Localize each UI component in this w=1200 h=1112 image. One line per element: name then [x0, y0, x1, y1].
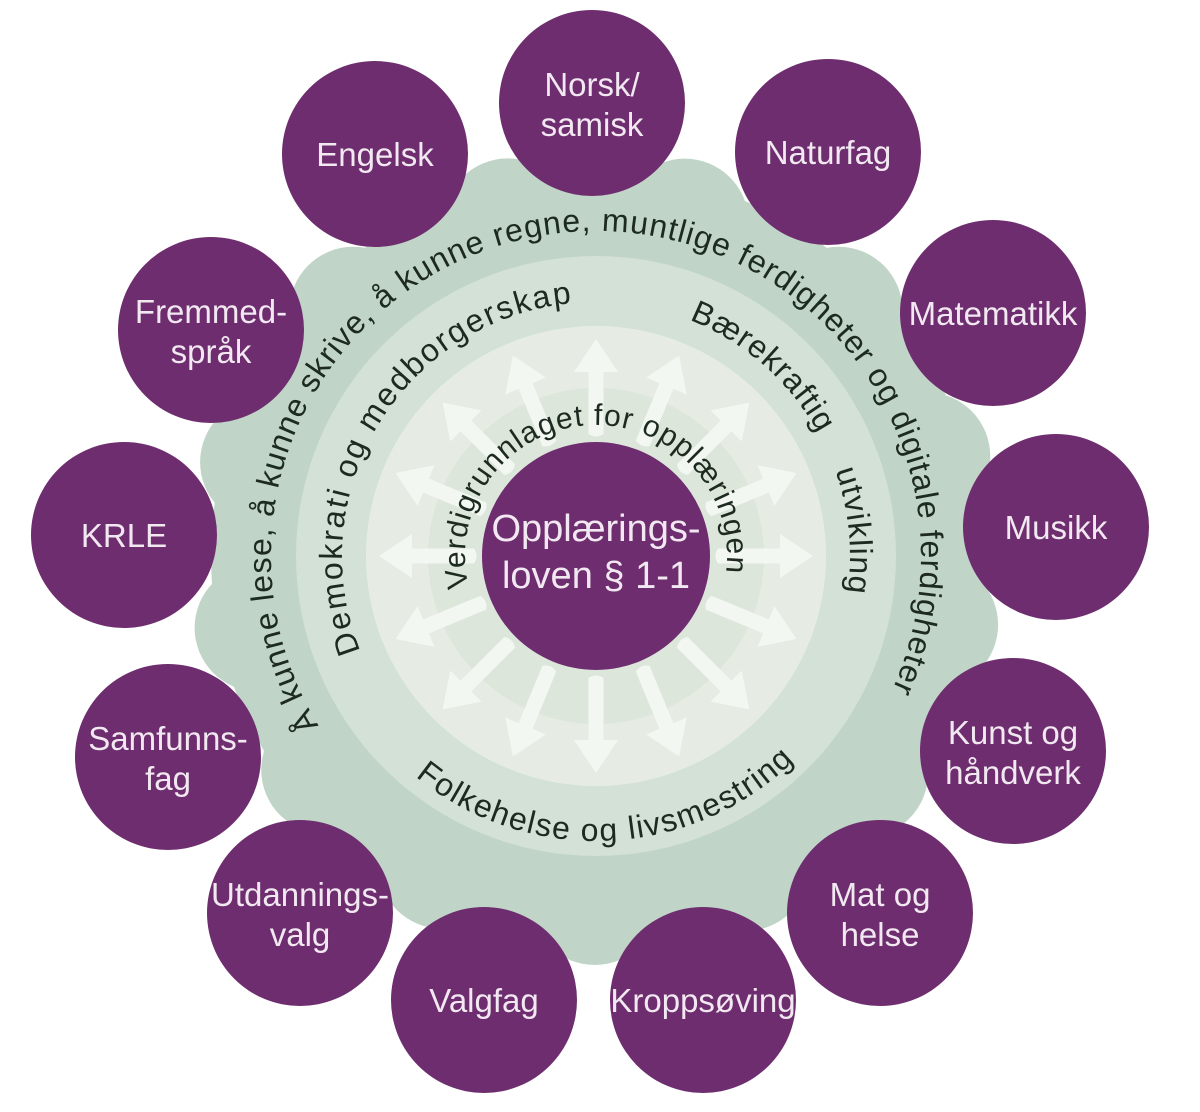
subject-circle-naturfag: Naturfag	[735, 59, 921, 245]
subject-label-line1: Kroppsøving	[610, 982, 795, 1019]
subject-circle-krle: KRLE	[31, 442, 217, 628]
subject-disc	[75, 664, 261, 850]
subject-circle-mat-og-helse: Mat og helse	[787, 820, 973, 1006]
subject-circle-norsk-samisk: Norsk/ samisk	[499, 10, 685, 196]
subject-circle-musikk: Musikk	[963, 434, 1149, 620]
scallop-bump	[200, 398, 329, 527]
subject-label-line1: Valgfag	[429, 982, 538, 1019]
center-circle-group: Opplærings- loven § 1-1	[482, 442, 710, 670]
subject-circle-matematikk: Matematikk	[900, 220, 1086, 406]
subject-circle-kunst-og-handverk: Kunst og håndverk	[920, 658, 1106, 844]
subject-circle-kroppsoving: Kroppsøving	[610, 907, 796, 1093]
subject-disc	[610, 907, 796, 1093]
subject-circles: Norsk/ samisk Naturfag Matematikk Musikk…	[31, 10, 1149, 1093]
scallop-bump	[194, 563, 323, 692]
subject-label-line1: Norsk/	[544, 66, 640, 103]
subject-disc	[282, 61, 468, 247]
subject-circle-fremmedsprak: Fremmed- språk	[118, 237, 304, 423]
subject-label-line2: samisk	[541, 106, 644, 143]
scallop-bump	[443, 158, 572, 287]
scallop-bump	[800, 709, 929, 838]
subject-disc	[391, 907, 577, 1093]
center-circle	[482, 442, 710, 670]
subject-disc	[31, 442, 217, 628]
scallop-bump	[681, 802, 810, 931]
subject-label-line1: Naturfag	[765, 134, 892, 171]
center-circle-label-line1: Opplærings-	[491, 508, 700, 550]
scallop-bump	[530, 837, 659, 965]
subject-label-line1: KRLE	[81, 517, 167, 554]
scallop-bump	[261, 705, 390, 834]
subject-label-line2: håndverk	[945, 754, 1081, 791]
scallop-bump	[870, 560, 999, 689]
subject-label-line1: Musikk	[1005, 509, 1108, 546]
subject-label-line1: Engelsk	[316, 136, 434, 173]
subject-label-line2: fag	[145, 760, 191, 797]
subject-label-line2: språk	[171, 333, 252, 370]
subject-disc	[735, 59, 921, 245]
subject-label-line1: Fremmed-	[135, 293, 287, 330]
subject-disc	[900, 220, 1086, 406]
subject-label-line2: valg	[270, 916, 331, 953]
scallop-bump	[620, 158, 749, 287]
subject-label-line1: Utdannings-	[211, 876, 389, 913]
subject-label-line1: Samfunns-	[88, 720, 248, 757]
subject-disc	[499, 10, 685, 196]
scallop-bump	[378, 800, 507, 929]
subject-label-line1: Mat og	[830, 876, 931, 913]
subject-disc	[920, 658, 1106, 844]
subject-disc	[787, 820, 973, 1006]
subject-circle-valgfag: Valgfag	[391, 907, 577, 1093]
subject-label-line1: Matematikk	[909, 295, 1078, 332]
subject-label-line2: helse	[841, 916, 920, 953]
center-circle-label-line2: loven § 1-1	[502, 555, 690, 597]
scallop-bump	[862, 392, 991, 521]
subject-label-line1: Kunst og	[948, 714, 1078, 751]
subject-disc	[118, 237, 304, 423]
subject-circle-samfunnsfag: Samfunns- fag	[75, 664, 261, 850]
subject-circle-engelsk: Engelsk	[282, 61, 468, 247]
subject-circle-utdanningsvalg: Utdannings- valg	[207, 820, 393, 1006]
subject-disc	[963, 434, 1149, 620]
subject-disc	[207, 820, 393, 1006]
